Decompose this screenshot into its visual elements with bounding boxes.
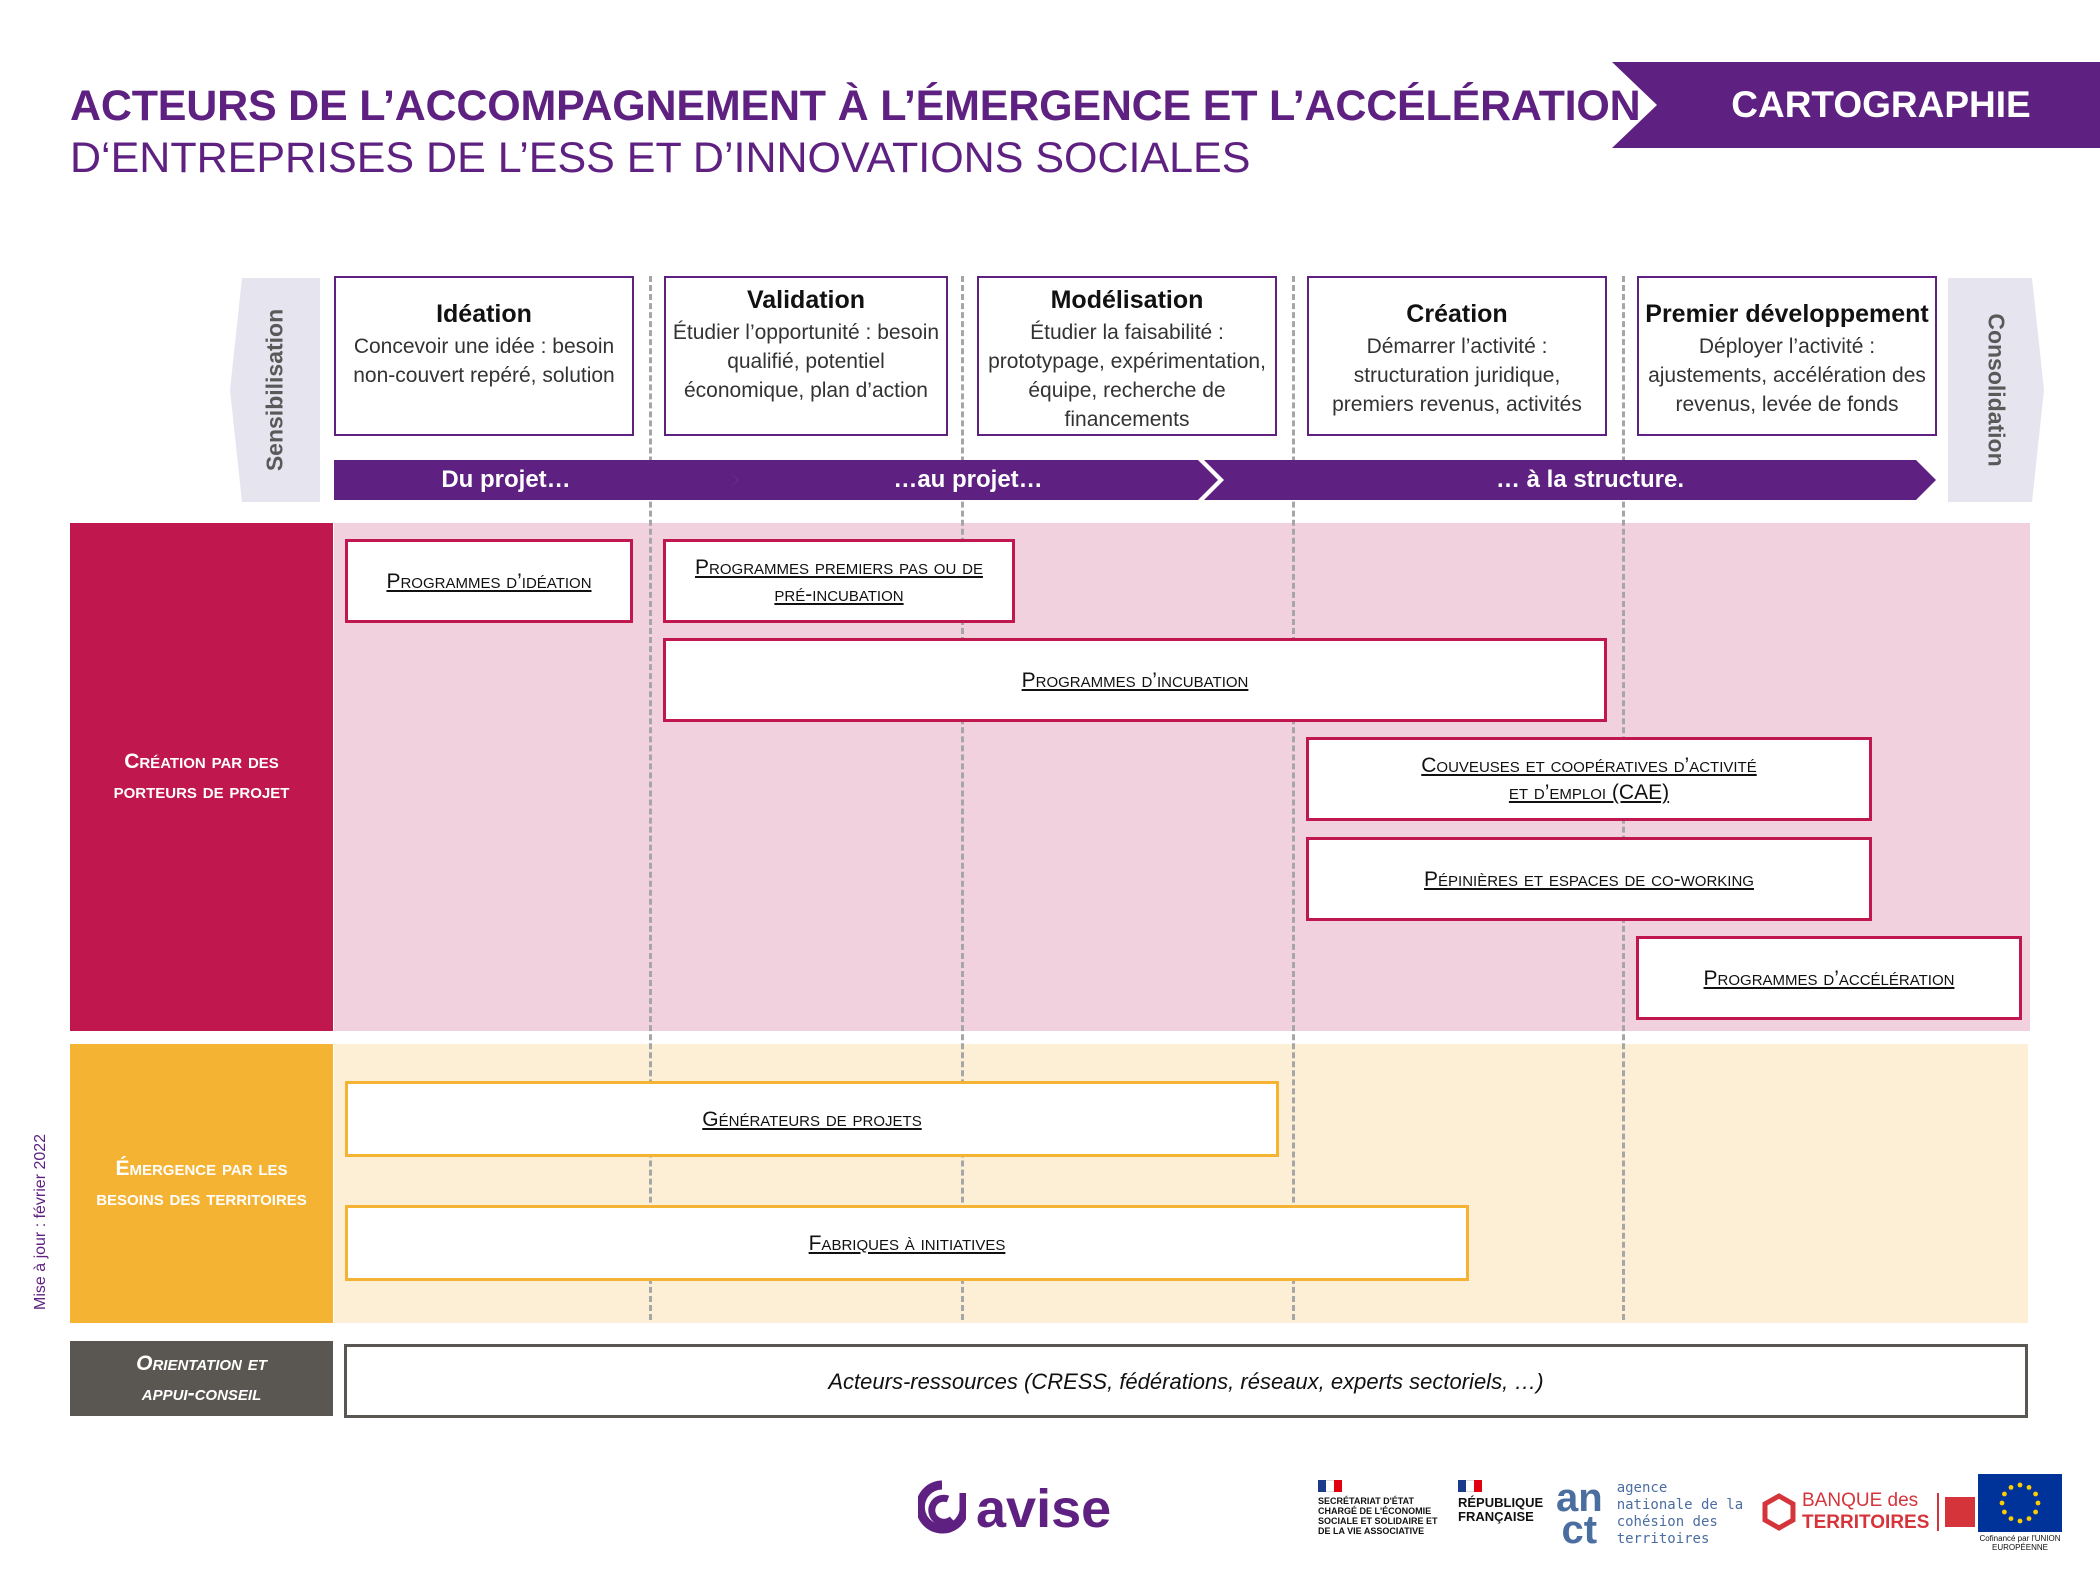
program-label[interactable]: Acteurs-ressources (CRESS, fédérations, … — [828, 1368, 1544, 1394]
avise-logo: avise — [915, 1478, 1112, 1540]
stage-description: Démarrer l’activité : structuration juri… — [1332, 335, 1582, 416]
avise-mark-icon — [915, 1479, 969, 1539]
french-flag-icon — [1318, 1480, 1342, 1492]
stage-creation: Création Démarrer l’activité : structura… — [1307, 276, 1607, 436]
caisse-depots-icon — [1945, 1497, 1976, 1527]
arrow-du-projet: Du projet… — [334, 460, 738, 500]
arrow-a-la-structure: … à la structure. — [1204, 460, 1936, 500]
stage-description: Déployer l’activité : ajustements, accél… — [1648, 335, 1926, 416]
eu-caption: Cofinancé par l'UNION EUROPÉENNE — [1979, 1534, 2061, 1552]
stage-premier-developpement: Premier développement Déployer l’activit… — [1637, 276, 1937, 436]
anct-letters-top: an — [1556, 1476, 1603, 1520]
program-label[interactable]: Fabriques à initiatives — [808, 1231, 1006, 1255]
program-label[interactable]: Programmes premiers pas ou de pré-incuba… — [695, 556, 983, 606]
banque-territoires-logo: BANQUE des TERRITOIRES — [1762, 1490, 1976, 1534]
stage-description: Étudier l’opportunité : besoin qualifié,… — [672, 321, 940, 402]
secretariat-logo: SECRÉTARIAT D'ÉTAT CHARGÉ DE L'ÉCONOMIE … — [1318, 1480, 1448, 1536]
program-label[interactable]: Programmes d’incubation — [1021, 668, 1249, 692]
stage-ideation: Idéation Concevoir une idée : besoin non… — [334, 276, 634, 436]
program-incubation[interactable]: Programmes d’incubation — [663, 638, 1607, 722]
sensibilisation-label: Sensibilisation — [261, 308, 288, 472]
stage-title: Idéation — [436, 300, 532, 328]
arrow-au-projet: …au projet… — [718, 460, 1218, 500]
anct-label: agence nationale de la cohésion des terr… — [1616, 1480, 1744, 1547]
stage-title: Premier développement — [1645, 300, 1929, 328]
stage-title: Validation — [746, 286, 866, 314]
program-acteurs-ressources[interactable]: Acteurs-ressources (CRESS, fédérations, … — [344, 1344, 2028, 1418]
french-flag-icon — [1458, 1480, 1482, 1492]
consolidation-label: Consolidation — [1983, 313, 2010, 467]
consolidation-chevron: Consolidation — [1948, 278, 2044, 502]
anct-letters-bottom: ct — [1561, 1508, 1598, 1552]
stage-title: Modélisation — [1050, 286, 1204, 314]
stage-description: Étudier la faisabilité : prototypage, ex… — [988, 321, 1266, 431]
program-label[interactable]: Pépinières et espaces de co-working — [1424, 867, 1754, 891]
stage-divider — [961, 276, 964, 1320]
logo-divider — [1937, 1493, 1940, 1531]
anct-letters: an ct — [1556, 1476, 1603, 1552]
sensibilisation-chevron: Sensibilisation — [230, 278, 320, 502]
program-ideation[interactable]: Programmes d’idéation — [345, 539, 633, 623]
stage-divider — [1292, 276, 1295, 1320]
secretariat-label: SECRÉTARIAT D'ÉTAT CHARGÉ DE L'ÉCONOMIE … — [1318, 1496, 1438, 1536]
page-subtitle: D‘ENTREPRISES DE L’ESS ET D’INNOVATIONS … — [70, 134, 1251, 182]
program-label[interactable]: Générateurs de projets — [702, 1107, 922, 1131]
program-acceleration[interactable]: Programmes d’accélération — [1636, 936, 2022, 1020]
stage-modelisation: Modélisation Étudier la faisabilité : pr… — [977, 276, 1277, 436]
republique-logo: RÉPUBLIQUE FRANÇAISE — [1458, 1480, 1548, 1524]
stage-title: Création — [1406, 300, 1508, 328]
program-label[interactable]: Couveuses et coopératives d’activité et … — [1421, 754, 1757, 804]
banque-label: BANQUE des — [1802, 1490, 1919, 1511]
cartographie-badge: CARTOGRAPHIE — [1612, 62, 2100, 148]
program-label[interactable]: Programmes d’accélération — [1703, 966, 1955, 990]
program-couveuses[interactable]: Couveuses et coopératives d’activité et … — [1306, 737, 1872, 821]
republique-label: RÉPUBLIQUE FRANÇAISE — [1458, 1495, 1544, 1524]
program-fabriques[interactable]: Fabriques à initiatives — [345, 1205, 1469, 1281]
cartographie-badge-label: CARTOGRAPHIE — [1731, 84, 2031, 125]
category-porteurs: Création par des porteurs de projet — [70, 523, 333, 1031]
update-date: Mise à jour : février 2022 — [32, 1133, 49, 1310]
eu-flag-icon — [1978, 1474, 2062, 1532]
category-territoires: Émergence par les besoins des territoire… — [70, 1044, 333, 1323]
stage-validation: Validation Étudier l’opportunité : besoi… — [664, 276, 948, 436]
stage-description: Concevoir une idée : besoin non-couvert … — [353, 335, 615, 387]
category-orientation: Orientation et appui-conseil — [70, 1341, 333, 1416]
anct-logo: an ct agence nationale de la cohésion de… — [1556, 1476, 1747, 1552]
avise-wordmark: avise — [976, 1479, 1112, 1539]
program-pepinieres[interactable]: Pépinières et espaces de co-working — [1306, 837, 1872, 921]
page-title: ACTEURS DE L’ACCOMPAGNEMENT À L’ÉMERGENC… — [70, 82, 1641, 130]
program-label[interactable]: Programmes d’idéation — [386, 569, 592, 593]
territoires-label: TERRITOIRES — [1802, 1512, 1930, 1533]
stage-divider — [649, 276, 652, 1320]
hexagon-icon — [1762, 1493, 1796, 1531]
program-premiers-pas[interactable]: Programmes premiers pas ou de pré-incuba… — [663, 539, 1015, 623]
program-generateurs[interactable]: Générateurs de projets — [345, 1081, 1279, 1157]
